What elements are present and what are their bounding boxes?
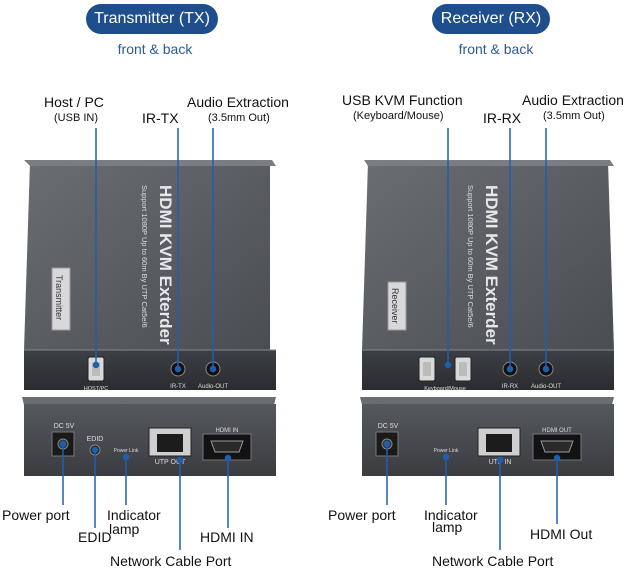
tx-port-edid: EDID <box>87 436 104 443</box>
rx-top-lines <box>444 128 550 373</box>
tx-top-lines <box>92 128 217 373</box>
tx-label-hdmi: HDMI IN <box>200 529 254 545</box>
tx-port-audio: Audio-OUT <box>198 384 228 390</box>
rx-label-ir: IR-RX <box>483 110 522 126</box>
rx-port-dc: DC 5V <box>378 423 399 430</box>
tx-label-host: Host / PC <box>44 94 104 110</box>
tx-label-ir: IR-TX <box>142 110 179 126</box>
rx-title: Receiver (RX) <box>432 4 550 34</box>
tx-device-spec: Support 1080P Up to 60m By UTP Cat5e/6 <box>140 185 149 328</box>
tx-label-power: Power port <box>2 507 70 523</box>
rx-label-usb: USB KVM Function <box>342 92 463 108</box>
tx-label-indicator: Indicator <box>107 507 161 523</box>
rx-port-hdmi: HDMI OUT <box>542 428 572 434</box>
tx-label-host-sub: (USB IN) <box>54 112 98 124</box>
rx-label-indicator-2: lamp <box>432 519 463 535</box>
tx-label-network: Network Cable Port <box>110 553 232 569</box>
rx-port-power: Power Link <box>434 448 459 454</box>
rx-subtitle: front & back <box>458 41 534 57</box>
rx-label-hdmi: HDMI Out <box>530 526 593 542</box>
rx-label-usb-sub: (Keyboard/Mouse) <box>353 110 444 122</box>
tx-device-back <box>22 397 276 476</box>
tx-device-tag: Transmitter <box>54 275 64 320</box>
rx-device-spec: Support 1080P Up to 60m By UTP Cat5e/6 <box>466 185 475 328</box>
tx-device-front <box>24 160 276 390</box>
tx-port-utp: UTP OUT <box>155 459 186 466</box>
rx-device-print: HDMI KVM Exterder Support 1080P Up to 60… <box>387 185 501 345</box>
tx-device-print: HDMI KVM Exterder Support 1080P Up to 60… <box>51 185 175 345</box>
rx-device-name: HDMI KVM Exterder <box>482 185 501 345</box>
tx-label-audio-sub: (3.5mm Out) <box>208 112 270 124</box>
tx-label-indicator-2: lamp <box>109 521 140 537</box>
rx-device-back <box>360 397 614 476</box>
tx-device-name: HDMI KVM Exterder <box>156 185 175 345</box>
rx-device-tag: Receiver <box>390 288 400 324</box>
tx-title: Transmitter (TX) <box>86 4 218 34</box>
tx-port-power: Power Link <box>114 448 139 454</box>
tx-subtitle: front & back <box>117 41 193 57</box>
rx-label-indicator: Indicator <box>424 507 478 523</box>
tx-label-edid: EDID <box>78 529 112 545</box>
tx-port-dc: DC 5V <box>54 423 75 430</box>
tx-bottom-lines <box>59 440 232 550</box>
rx-label-network: Network Cable Port <box>432 553 554 569</box>
rx-device-front <box>362 160 614 390</box>
rx-label-power: Power port <box>328 507 396 523</box>
rx-port-audio: Audio-OUT <box>531 384 561 390</box>
tx-label-audio: Audio Extraction <box>187 94 289 110</box>
tx-port-usb: HOST/PC <box>84 386 108 392</box>
tx-port-hdmi: HDMI IN <box>216 428 239 434</box>
tx-port-ir: IR-TX <box>170 384 186 390</box>
rx-label-audio: Audio Extraction <box>522 92 624 108</box>
rx-label-audio-sub: (3.5mm Out) <box>543 110 605 122</box>
rx-port-ir: IR-RX <box>502 384 518 390</box>
rx-port-usb: Keyboard/Mouse <box>424 386 466 392</box>
rx-bottom-lines <box>383 440 561 550</box>
